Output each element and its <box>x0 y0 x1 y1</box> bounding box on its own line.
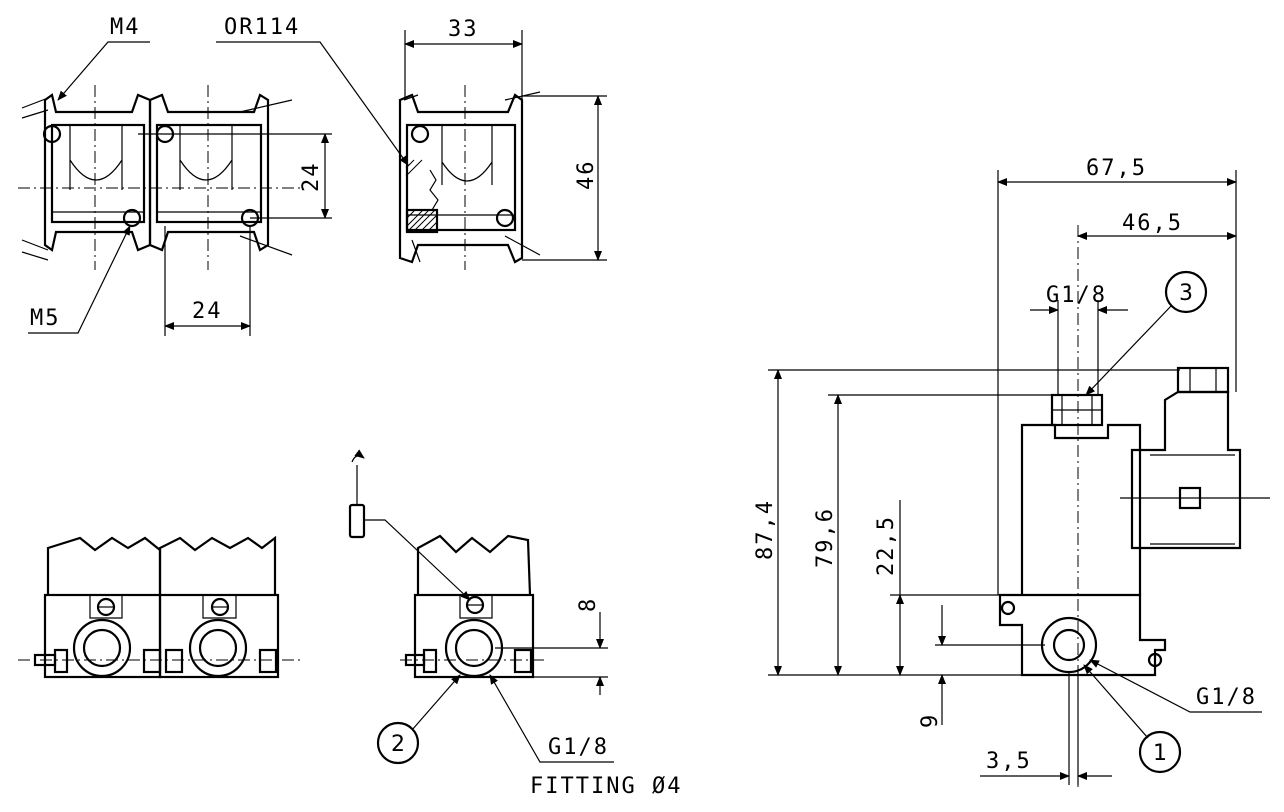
m5-leader <box>28 225 131 334</box>
dim-46-5: 46,5 <box>1122 211 1183 236</box>
dim-24-horizontal: 24 <box>192 299 223 324</box>
dim-9: 9 <box>918 713 943 728</box>
dim-33: 33 <box>448 17 479 42</box>
callout-1: 1 <box>1153 741 1167 766</box>
valve-side-view <box>768 170 1270 790</box>
g18-top-label: G1/8 <box>1046 283 1107 308</box>
callout-1-leader <box>1083 664 1149 739</box>
dim-8: 8 <box>576 597 601 612</box>
g18-right-leader <box>1089 659 1262 713</box>
dim-24-vertical: 24 <box>299 162 324 193</box>
dim-46: 46 <box>574 160 599 191</box>
or114-leader <box>216 41 409 166</box>
callout-2-circle <box>376 721 420 765</box>
screwdriver-icon <box>348 449 366 539</box>
callout-3: 3 <box>1179 281 1193 306</box>
g18-fitting-label: G1/8 <box>548 735 609 760</box>
callout-3-circle <box>1164 270 1208 314</box>
callout-2: 2 <box>391 732 405 757</box>
m4-leader <box>57 41 150 101</box>
dim-22-5: 22,5 <box>874 515 899 576</box>
screwdriver-leader <box>364 519 471 601</box>
g18-right-label: G1/8 <box>1196 685 1257 710</box>
dim-79-6: 79,6 <box>813 507 838 568</box>
callout-3-leader <box>1085 304 1173 396</box>
top-view-double-manifold <box>18 85 332 336</box>
m4-label: M4 <box>110 15 141 40</box>
fitting-label: FITTING Ø4 <box>530 774 682 799</box>
m5-label: M5 <box>30 306 61 331</box>
front-view-double-manifold <box>18 535 300 679</box>
front-view-single <box>400 534 608 679</box>
g18-fitting-leader <box>489 674 614 763</box>
callout-2-leader <box>411 674 461 731</box>
dim-67-5: 67,5 <box>1086 156 1147 181</box>
dim-3-5: 3,5 <box>986 749 1032 774</box>
dim-87-4: 87,4 <box>753 499 778 560</box>
top-view-single-section <box>398 30 607 270</box>
or114-label: OR114 <box>224 15 300 40</box>
callout-1-circle <box>1138 730 1182 774</box>
